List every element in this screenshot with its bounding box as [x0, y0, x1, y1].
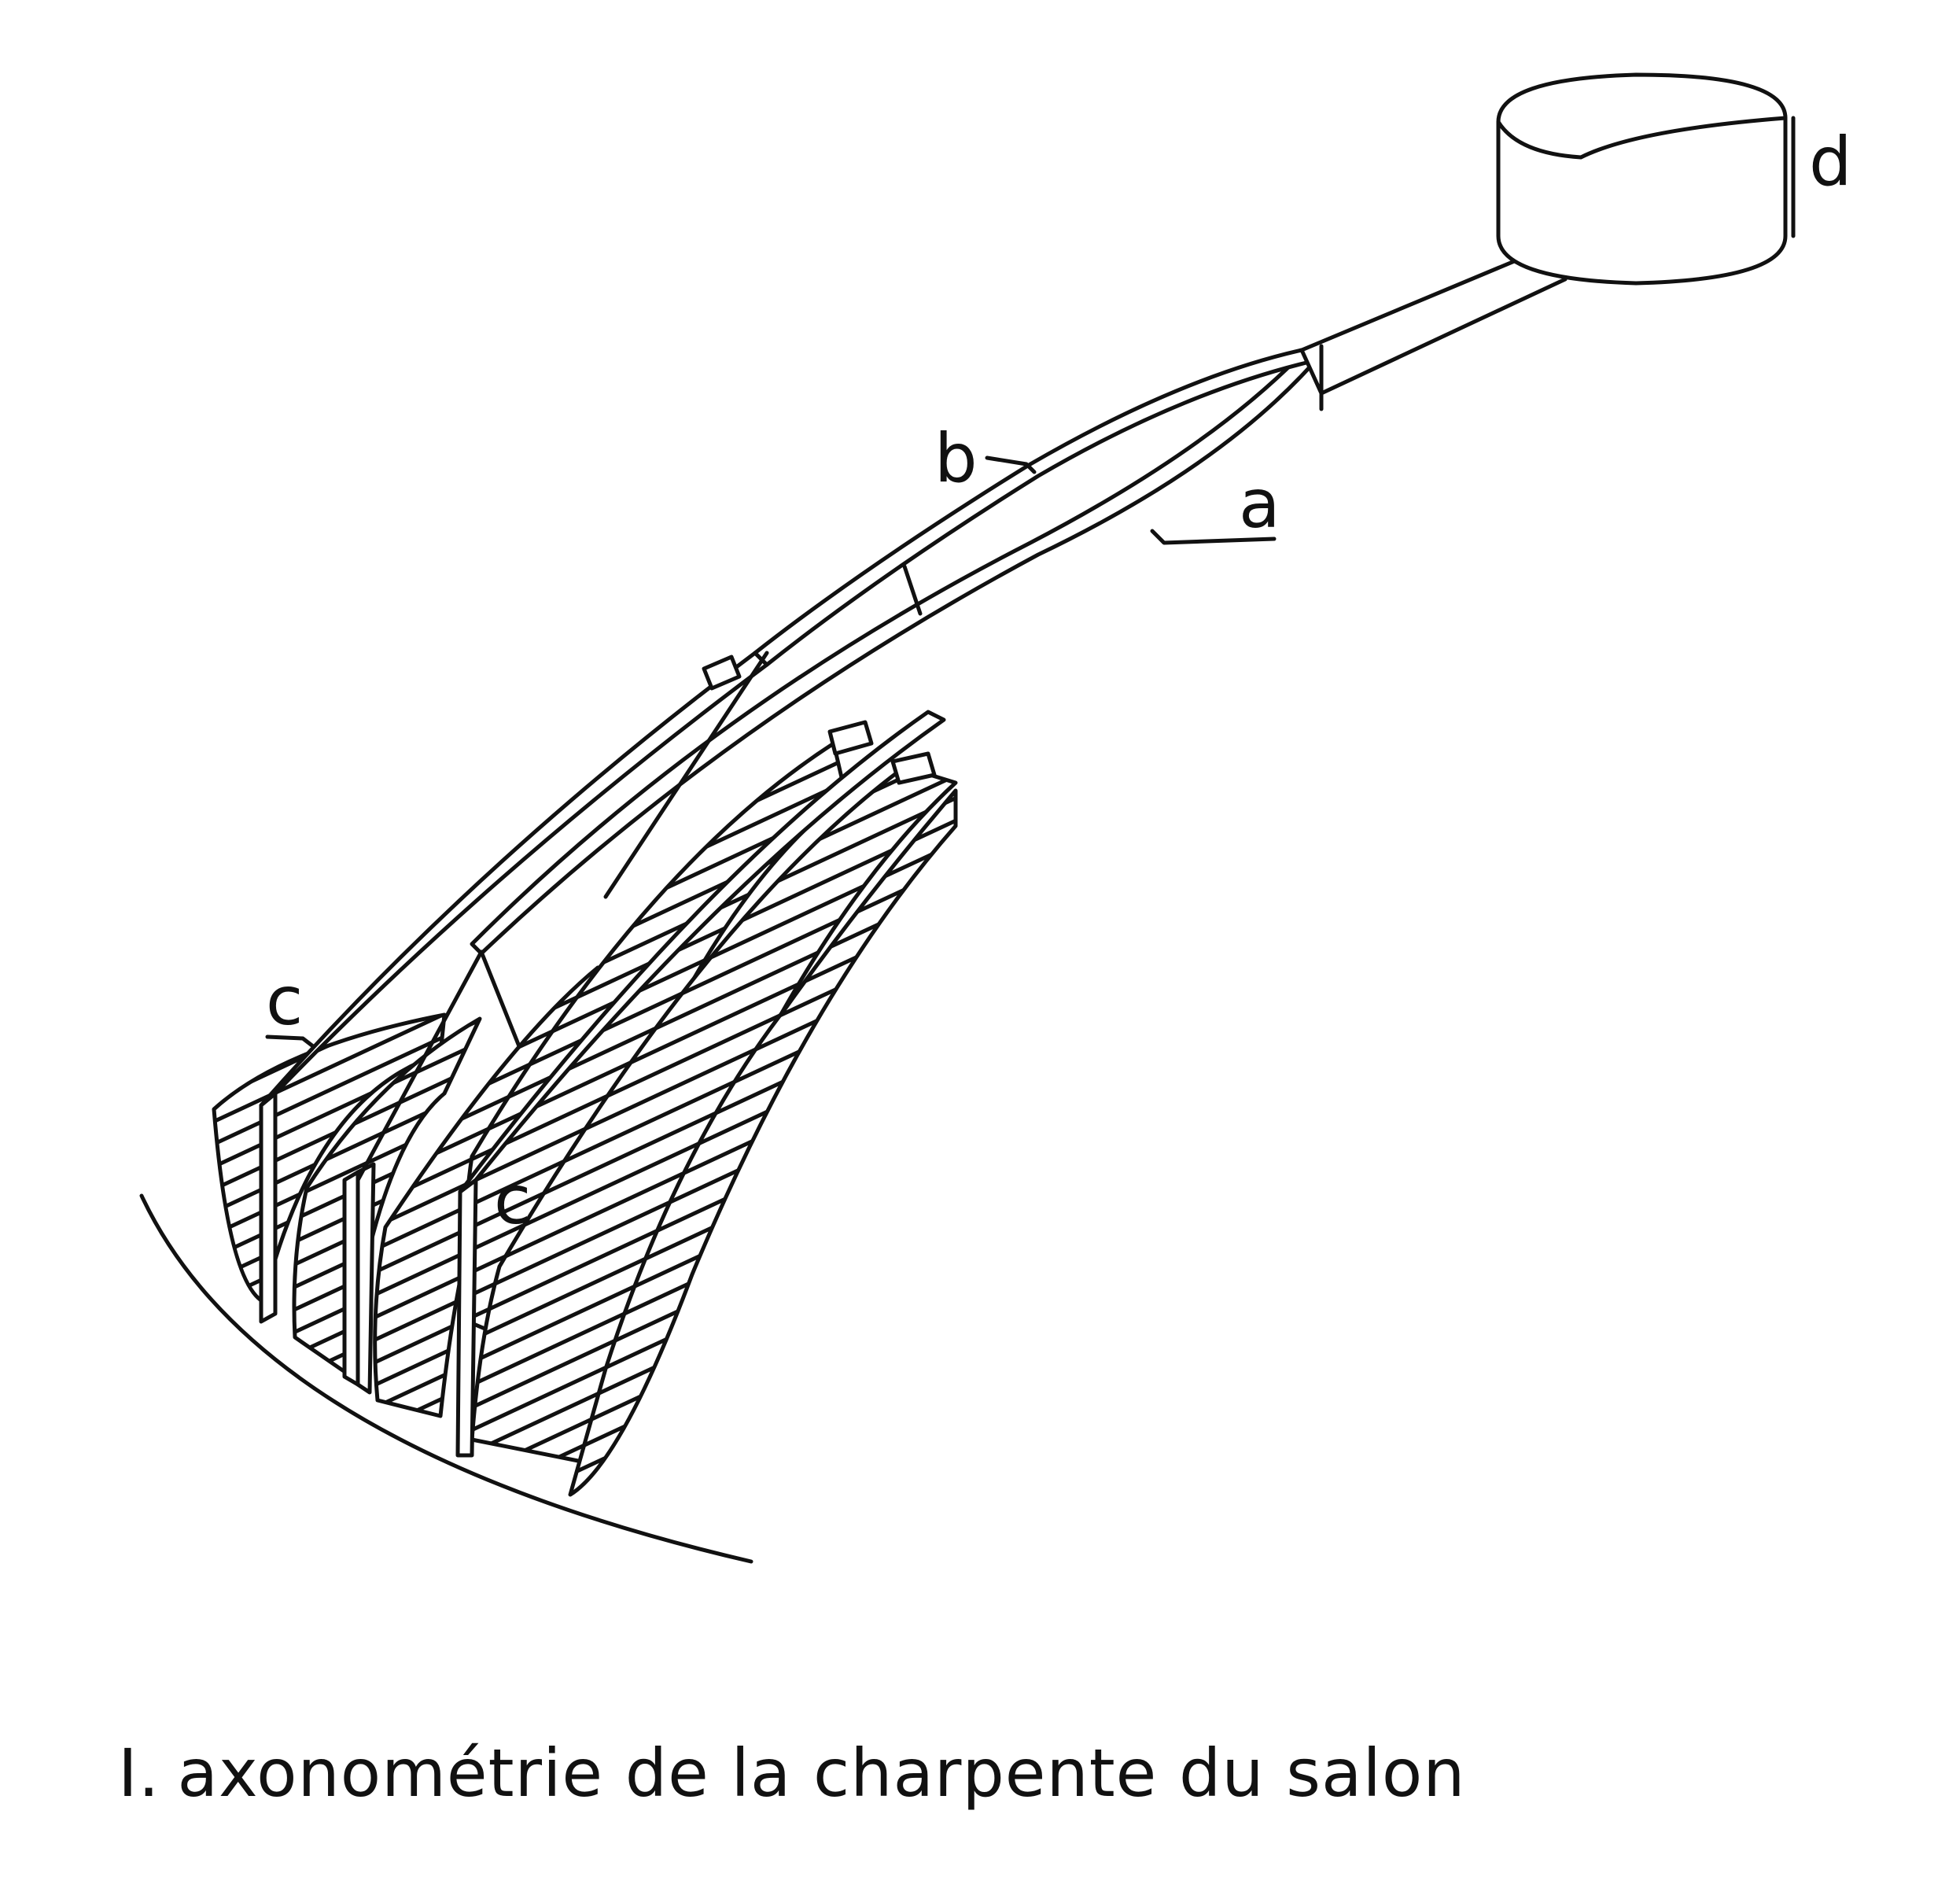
- label-a: a: [1239, 465, 1280, 544]
- label-b: b: [934, 419, 978, 498]
- shell-2: [292, 1016, 482, 1375]
- caption-number: I.: [118, 1735, 160, 1812]
- beam-b: [753, 348, 1312, 667]
- figure-caption: I.axonométrie de la charpente du salon: [118, 1735, 1483, 1812]
- arrow-b: [985, 455, 1037, 474]
- rib-inner-2: [356, 1162, 376, 1395]
- brace-3: [479, 950, 521, 1049]
- beam-lower-rib: [458, 710, 946, 1194]
- rib-c-right: [455, 1178, 478, 1458]
- label-d: d: [1809, 123, 1852, 201]
- block-1: [702, 655, 742, 691]
- dome-base-curve: [139, 1193, 753, 1564]
- arrow-c-upper: [265, 1034, 315, 1049]
- cylinder-top-edge: [1496, 116, 1788, 160]
- cylinder-d: [1496, 72, 1788, 286]
- caption-text: axonométrie de la charpente du salon: [177, 1735, 1466, 1812]
- block-3: [890, 751, 937, 785]
- plank-to-d: [1299, 238, 1568, 396]
- shell-6: [568, 788, 958, 1497]
- brace-2: [356, 950, 484, 1182]
- rib-inner-1: [342, 1170, 360, 1387]
- label-c-lower: c: [494, 1161, 531, 1240]
- brace-1: [603, 651, 769, 899]
- block-2: [827, 720, 874, 756]
- rib-c-left: [259, 1091, 278, 1324]
- brace-4: [902, 564, 923, 616]
- arrow-a: [1150, 529, 1277, 545]
- label-c-upper: c: [266, 962, 303, 1041]
